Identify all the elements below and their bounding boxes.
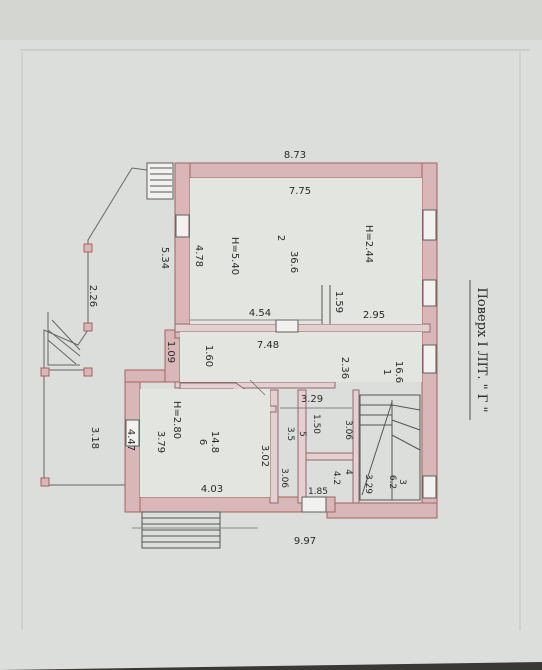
room3-id: 3: [397, 479, 407, 485]
dim-room1-top: 3.29: [301, 394, 323, 405]
dim-top-inner: 7.75: [289, 186, 311, 197]
dim-top-outer: 8.73: [284, 150, 306, 161]
room-interiors: [140, 178, 422, 497]
room3-area: 6.2: [387, 475, 397, 489]
room1-id: 1: [381, 369, 392, 375]
stair-bottom: [132, 511, 258, 549]
windows: [125, 162, 437, 513]
dim-corridor-width: 1.60: [203, 345, 214, 367]
dim-hall-right: 2.95: [363, 310, 385, 321]
wall-jog: [321, 285, 331, 324]
room2-height2: H=2.44: [363, 225, 374, 263]
dim-room6-right: 3.02: [259, 445, 270, 467]
room1-area: 16.6: [393, 361, 404, 383]
dim-left-hall-inner: 4.78: [193, 245, 204, 267]
plan-title: Поверх I ЛІТ. " Г ": [474, 288, 489, 413]
dim-room5-w: 1.50: [311, 414, 321, 434]
dim-hall-mid: 4.54: [249, 308, 271, 319]
room2-area: 36.6: [288, 251, 299, 273]
room5-id: 5: [297, 431, 307, 437]
dim-room3: 3.29: [363, 474, 373, 494]
dim-bottom-outer: 9.97: [294, 536, 316, 547]
room5-area: 3.5: [285, 427, 295, 441]
dim-room4-left: 3.06: [279, 468, 289, 488]
paper-top-shade: [0, 0, 542, 40]
dim-corridor-len: 7.48: [257, 340, 279, 351]
dim-room5-h: 3.06: [343, 420, 353, 440]
dim-terrace-width: 2.26: [87, 285, 98, 307]
dim-terrace-lower: 3.18: [89, 427, 100, 449]
dim-left-hall: 5.34: [159, 247, 170, 269]
dim-room6-bottom: 4.03: [201, 484, 223, 495]
room4-id: 4: [343, 469, 353, 475]
dim-room6-left: 3.79: [155, 431, 166, 453]
stair-top-left: [150, 167, 172, 193]
dim-small-left: 1.09: [165, 341, 176, 363]
room2-height: H=5.40: [229, 237, 240, 275]
room2-id: 2: [275, 235, 286, 241]
stair-interior-right: [359, 394, 421, 501]
dim-room4-bottom: 1.85: [308, 487, 328, 497]
room6-height: H=2.80: [171, 401, 182, 439]
room4-area: 4.2: [331, 471, 341, 485]
dim-lower-left: 4.47: [125, 429, 136, 451]
room6-id: 6: [197, 439, 208, 445]
dim-hall-step: 1.59: [333, 291, 344, 313]
dim-room1: 2.36: [339, 357, 350, 379]
terrace-outline: [40, 167, 148, 487]
dimension-lines: [190, 319, 352, 409]
room6-area: 14.8: [209, 431, 220, 453]
